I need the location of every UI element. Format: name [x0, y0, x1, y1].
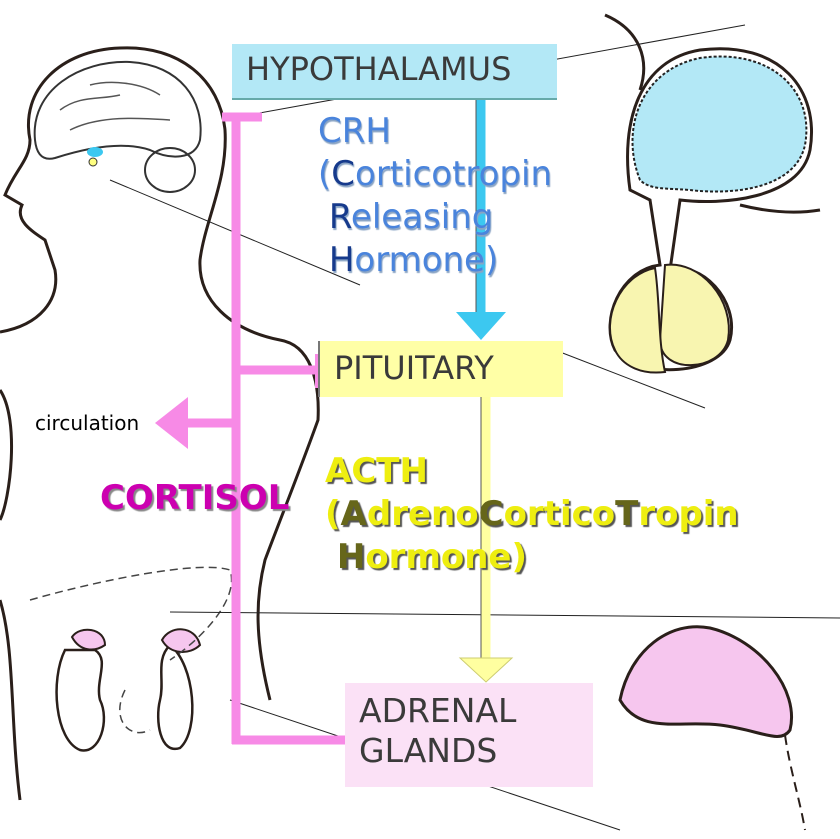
acth-abbr: ACTH	[325, 451, 428, 491]
cortisol-label: CORTISOL	[100, 478, 290, 518]
adrenal-label-line1: ADRENAL	[359, 691, 517, 730]
crh-word-2: eleasing	[350, 197, 494, 237]
crh-line3: Hormone)	[318, 239, 552, 282]
acth-initial-h: H	[336, 537, 366, 577]
acth-arrow	[458, 397, 514, 683]
crh-line1: (Corticotropin	[318, 153, 552, 196]
circulation-label: circulation	[35, 411, 140, 435]
right-kidney-sketch	[156, 643, 194, 751]
brain-sketch	[33, 60, 202, 160]
acth-word-tropin: ropin	[638, 494, 739, 534]
acth-word-cortico: ortico	[503, 494, 616, 534]
crh-paren: (	[318, 154, 332, 194]
hypothalamus-label: HYPOTHALAMUS	[246, 50, 512, 88]
acth-line1: (AdrenoCorticoTropin	[325, 493, 739, 536]
crh-initial-h: H	[328, 240, 355, 280]
hypothalamus-sketch	[631, 55, 808, 193]
crh-word-3: ormone)	[354, 240, 499, 280]
head-outline	[0, 46, 320, 701]
adrenal-label-line2: GLANDS	[359, 730, 498, 770]
pituitary-label: PITUITARY	[334, 349, 494, 387]
brain-folds	[59, 81, 171, 131]
crh-word-1: orticotropin	[355, 154, 553, 194]
cortisol-feedback-lines	[180, 112, 345, 745]
left-kidney-sketch	[55, 648, 106, 752]
cerebellum-sketch	[144, 147, 196, 193]
acth-initial-t: T	[615, 494, 639, 534]
acth-line2: Hormone)	[325, 536, 739, 579]
acth-word-adreno: dreno	[366, 494, 479, 534]
acth-label: ACTH(AdrenoCorticoTropin Hormone)	[325, 450, 739, 579]
hypothalamus-box: HYPOTHALAMUS	[232, 44, 557, 100]
acth-initial-c: C	[478, 494, 504, 534]
hypothalamus-marker	[87, 147, 103, 157]
crh-initial-r: R	[328, 197, 351, 237]
crh-abbr: CRH	[318, 111, 391, 151]
pituitary-box: PITUITARY	[318, 341, 563, 397]
posterior-pituitary	[658, 263, 730, 367]
acth-initial-a: A	[340, 494, 367, 534]
adrenal-sketch	[618, 625, 793, 738]
pituitary-marker	[88, 157, 98, 167]
crh-initial-c: C	[331, 154, 356, 194]
circulation-arrowhead	[155, 397, 188, 449]
crh-arrow	[456, 100, 506, 340]
acth-word-hormone: ormone)	[365, 537, 528, 577]
crh-line2: Releasing	[318, 196, 552, 239]
crh-label: CRH(Corticotropin Releasing Hormone)	[318, 110, 552, 282]
acth-paren: (	[325, 494, 341, 534]
